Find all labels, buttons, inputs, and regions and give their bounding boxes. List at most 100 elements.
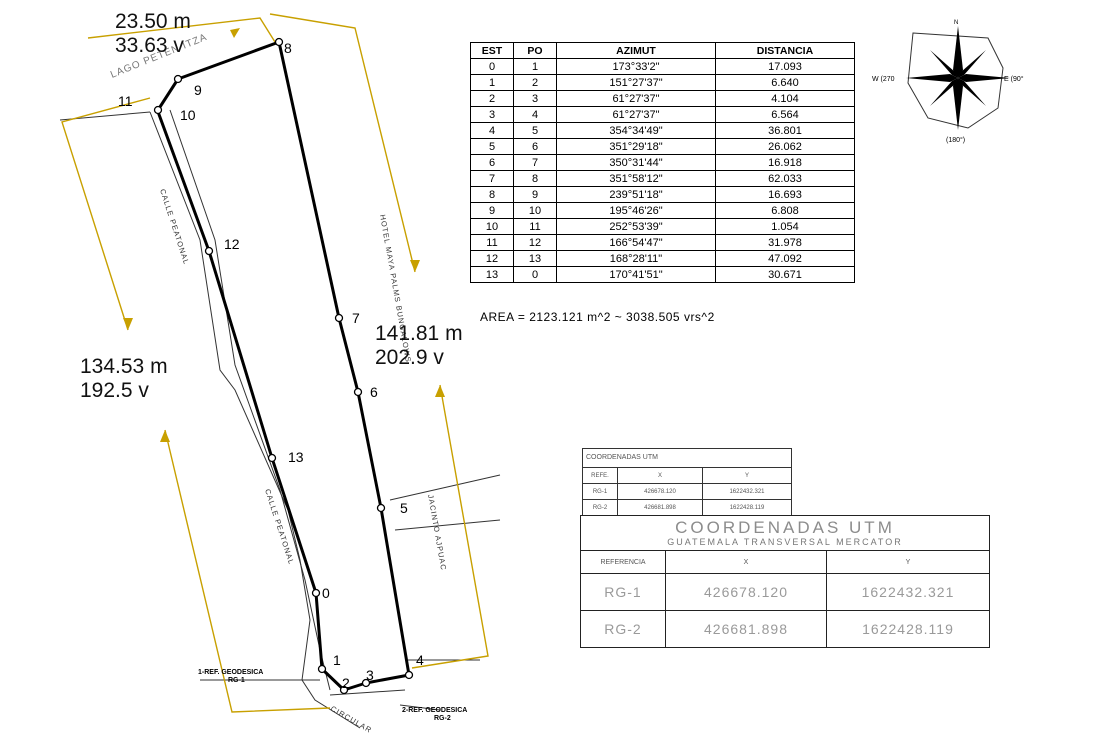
utm-small-cell: 1622432.321 bbox=[702, 483, 792, 500]
vertex-5 bbox=[376, 503, 386, 513]
point-label-0: 0 bbox=[322, 585, 330, 601]
dimension-top-varas: 33.63 v bbox=[115, 34, 184, 57]
cell-po: 1 bbox=[513, 58, 557, 75]
cell-po: 12 bbox=[513, 234, 557, 251]
utm-big-subtitle: GUATEMALA TRANSVERSAL MERCATOR bbox=[667, 537, 903, 547]
cell-azimut: 351°58'12" bbox=[556, 170, 716, 187]
cell-po: 7 bbox=[513, 154, 557, 171]
point-label-11: 11 bbox=[118, 93, 133, 109]
cell-azimut: 166°54'47" bbox=[556, 234, 716, 251]
utm-big-cell: 1622432.321 bbox=[826, 573, 990, 611]
cell-azimut: 170°41'51" bbox=[556, 266, 716, 283]
cell-distancia: 4.104 bbox=[715, 90, 855, 107]
point-label-5: 5 bbox=[400, 500, 408, 516]
ref2-label: 2-REF. GEODESICA bbox=[402, 707, 467, 714]
point-label-6: 6 bbox=[370, 384, 378, 400]
cell-distancia: 6.564 bbox=[715, 106, 855, 123]
cell-distancia: 36.801 bbox=[715, 122, 855, 139]
cell-po: 11 bbox=[513, 218, 557, 235]
point-label-1: 1 bbox=[333, 652, 341, 668]
utm-big-title: COORDENADAS UTM bbox=[675, 518, 895, 537]
cell-po: 0 bbox=[513, 266, 557, 283]
header-azimut: AZIMUT bbox=[556, 42, 716, 59]
vertex-7 bbox=[334, 313, 344, 323]
compass-west-label: W (270 bbox=[872, 76, 895, 83]
cell-azimut: 151°27'37" bbox=[556, 74, 716, 91]
cell-po: 2 bbox=[513, 74, 557, 91]
boundary-vertices bbox=[153, 37, 414, 695]
point-label-10: 10 bbox=[180, 107, 196, 123]
dimension-right: 141.81 m 202.9 v bbox=[375, 322, 463, 370]
cell-azimut: 354°34'49" bbox=[556, 122, 716, 139]
ref1-code: RG-1 bbox=[228, 677, 245, 684]
utm-small-header-x: X bbox=[617, 467, 703, 484]
cell-azimut: 239°51'18" bbox=[556, 186, 716, 203]
compass-rose: N (180°) E (90° W (270 bbox=[872, 20, 1024, 144]
utm-big-header-x: X bbox=[665, 550, 827, 574]
ref2-code: RG-2 bbox=[434, 715, 451, 722]
header-distancia: DISTANCIA bbox=[715, 42, 855, 59]
dimension-left-meters: 134.53 m bbox=[80, 355, 168, 378]
cell-est: 0 bbox=[470, 58, 514, 75]
utm-small-header-y: Y bbox=[702, 467, 792, 484]
cell-po: 13 bbox=[513, 250, 557, 267]
cell-po: 10 bbox=[513, 202, 557, 219]
ref1-label: 1-REF. GEODESICA bbox=[198, 669, 263, 676]
vertex-13 bbox=[267, 453, 277, 463]
dimension-right-meters: 141.81 m bbox=[375, 322, 463, 345]
vertex-0 bbox=[311, 588, 321, 598]
utm-small-cell: 1622428.119 bbox=[702, 499, 792, 516]
cell-distancia: 16.918 bbox=[715, 154, 855, 171]
cell-est: 11 bbox=[470, 234, 514, 251]
property-boundary bbox=[155, 40, 411, 692]
vertex-12 bbox=[204, 246, 214, 256]
cell-distancia: 30.671 bbox=[715, 266, 855, 283]
vertex-8 bbox=[274, 37, 284, 47]
point-label-3: 3 bbox=[366, 667, 374, 683]
cell-azimut: 61°27'37" bbox=[556, 90, 716, 107]
circular-label: CIRCULAR bbox=[329, 704, 374, 735]
cell-est: 4 bbox=[470, 122, 514, 139]
cell-azimut: 252°53'39" bbox=[556, 218, 716, 235]
vertex-2 bbox=[339, 685, 349, 695]
utm-small-header-ref: REFE. bbox=[582, 467, 618, 484]
utm-big-cell: RG-2 bbox=[580, 610, 666, 648]
area-summary: AREA = 2123.121 m^2 ~ 3038.505 vrs^2 bbox=[480, 310, 715, 324]
cell-est: 13 bbox=[470, 266, 514, 283]
dimension-lines bbox=[61, 13, 489, 713]
point-label-4: 4 bbox=[416, 652, 424, 668]
cell-po: 9 bbox=[513, 186, 557, 203]
adjacent-lines bbox=[59, 109, 501, 729]
utm-small-cell: 426681.898 bbox=[617, 499, 703, 516]
jacinto-label: JACINTO AJPUAC bbox=[426, 494, 448, 572]
cell-distancia: 1.054 bbox=[715, 218, 855, 235]
cell-est: 8 bbox=[470, 186, 514, 203]
utm-small-title: COORDENADAS UTM bbox=[582, 448, 792, 468]
point-label-9: 9 bbox=[194, 82, 202, 98]
cell-est: 3 bbox=[470, 106, 514, 123]
dimension-left-varas: 192.5 v bbox=[80, 379, 149, 402]
utm-small-cell: RG-1 bbox=[582, 483, 618, 500]
cell-est: 5 bbox=[470, 138, 514, 155]
point-label-13: 13 bbox=[288, 449, 304, 465]
dimension-arrowheads bbox=[123, 28, 445, 442]
cell-azimut: 168°28'11" bbox=[556, 250, 716, 267]
dimension-top-meters: 23.50 m bbox=[115, 10, 191, 33]
cell-est: 1 bbox=[470, 74, 514, 91]
cell-azimut: 195°46'26" bbox=[556, 202, 716, 219]
cell-distancia: 26.062 bbox=[715, 138, 855, 155]
cell-distancia: 16.693 bbox=[715, 186, 855, 203]
cell-po: 8 bbox=[513, 170, 557, 187]
cell-distancia: 6.808 bbox=[715, 202, 855, 219]
dimension-left: 134.53 m 192.5 v bbox=[80, 355, 168, 403]
utm-table-large: COORDENADAS UTM GUATEMALA TRANSVERSAL ME… bbox=[580, 515, 990, 648]
